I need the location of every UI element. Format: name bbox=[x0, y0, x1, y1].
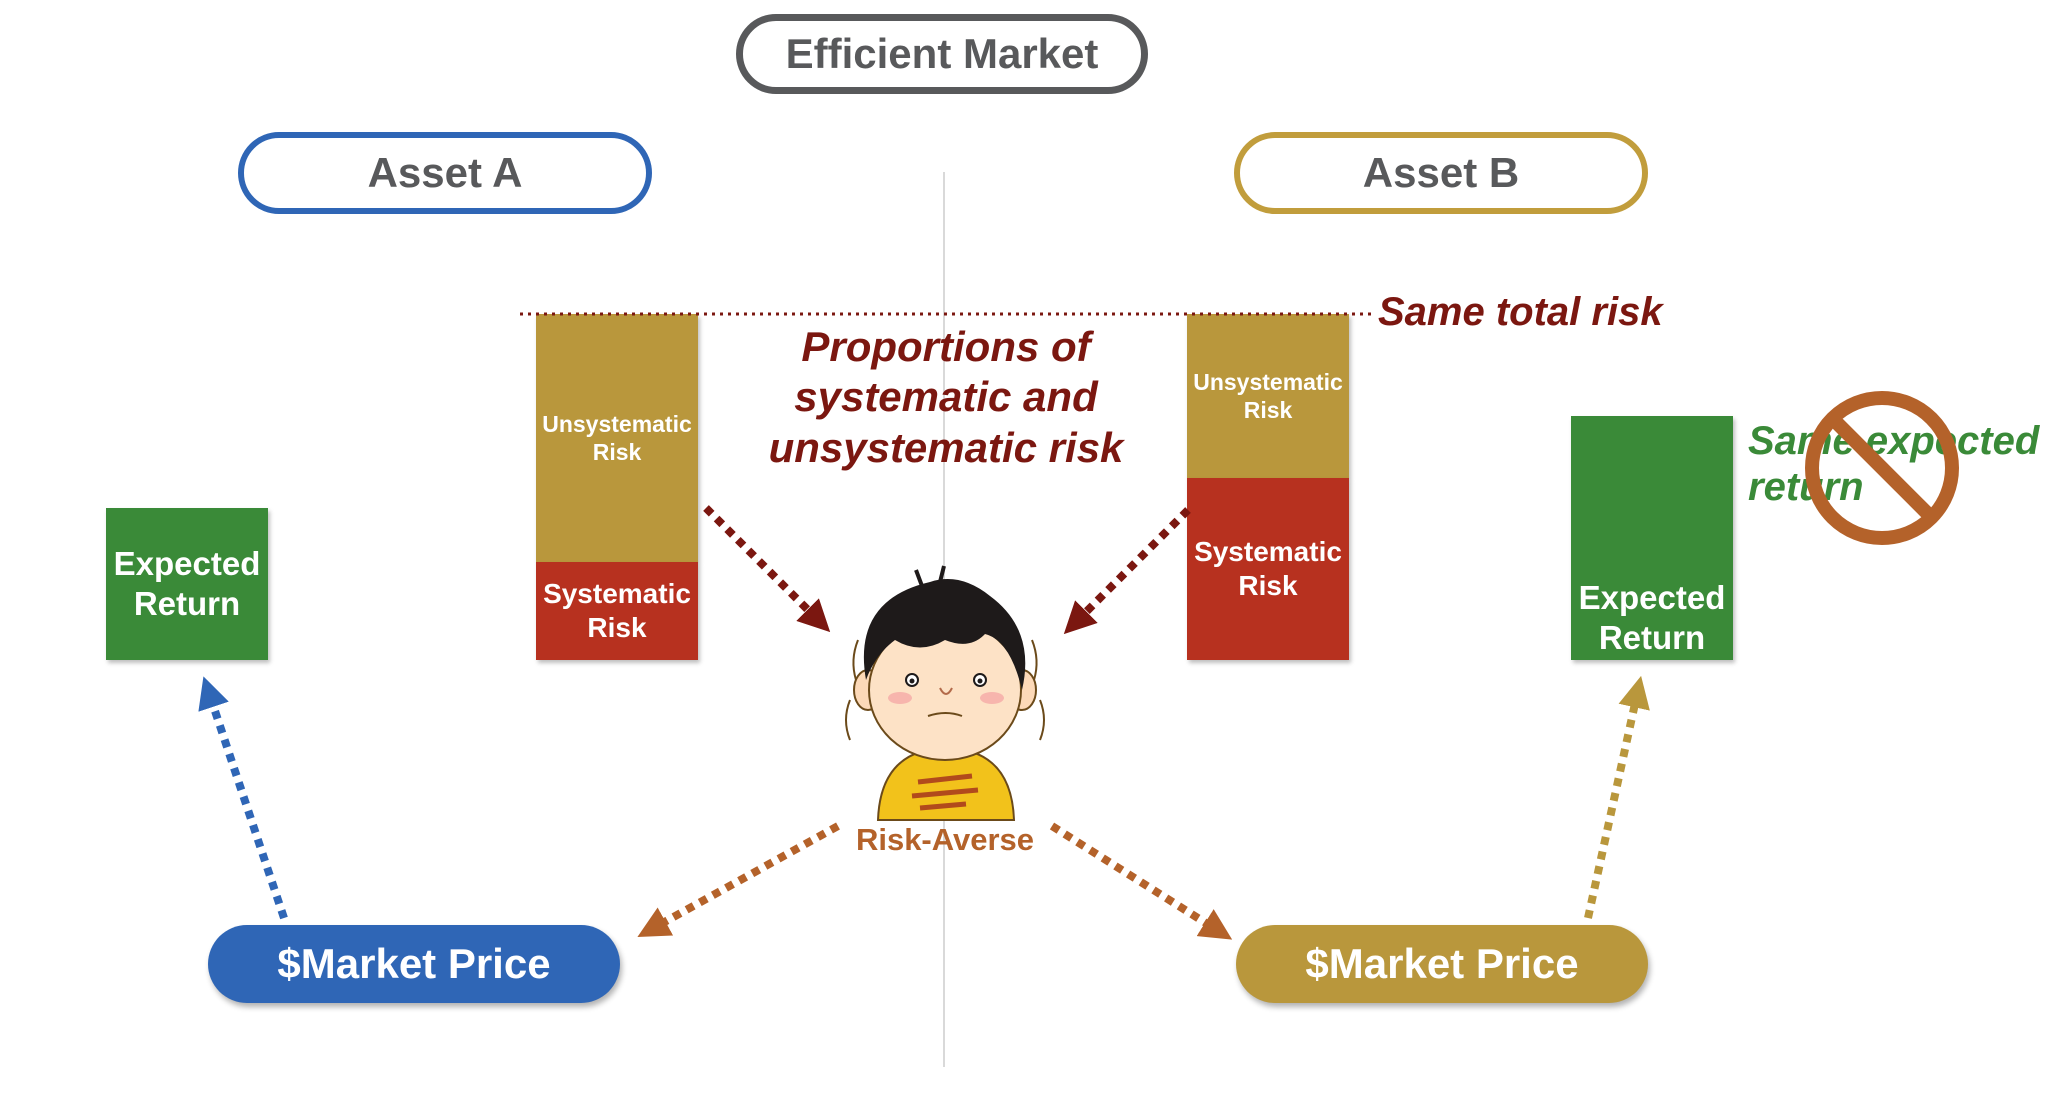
asset-a-risk-to-investor-arrow bbox=[703, 505, 831, 633]
asset-b-systematic-risk: Systematic Risk bbox=[1187, 478, 1349, 660]
asset-a-systematic-label: Systematic Risk bbox=[543, 577, 691, 643]
title-pill: Efficient Market bbox=[736, 14, 1148, 94]
asset-a-unsystematic-risk: Unsystematic Risk bbox=[536, 314, 698, 562]
asset-b-market-price: $Market Price bbox=[1236, 925, 1648, 1003]
asset-a-expected-return: Expected Return bbox=[106, 508, 268, 660]
asset-a-label-text: Asset A bbox=[367, 149, 523, 196]
asset-a-systematic-risk: Systematic Risk bbox=[536, 562, 698, 660]
asset-b-unsystematic-label: Unsystematic Risk bbox=[1193, 368, 1343, 423]
asset-a-market-price: $Market Price bbox=[208, 925, 620, 1003]
same-total-risk-note: Same total risk bbox=[1378, 290, 1663, 335]
asset-a-label: Asset A bbox=[238, 132, 652, 214]
asset-b-price-to-return-arrow bbox=[1584, 675, 1650, 919]
asset-b-risk-to-investor-arrow bbox=[1063, 507, 1191, 635]
asset-b-label-text: Asset B bbox=[1362, 149, 1520, 196]
asset-b-label: Asset B bbox=[1234, 132, 1648, 214]
investor-to-asset-a-price-arrow bbox=[637, 822, 840, 937]
asset-b-unsystematic-risk: Unsystematic Risk bbox=[1187, 314, 1349, 478]
risk-averse-label: Risk-Averse bbox=[850, 822, 1040, 858]
asset-a-expected-return-label: Expected Return bbox=[113, 544, 261, 622]
worried-person-icon bbox=[845, 565, 1045, 821]
asset-b-systematic-label: Systematic Risk bbox=[1194, 535, 1342, 601]
asset-a-unsystematic-label: Unsystematic Risk bbox=[542, 410, 692, 465]
prohibition-icon bbox=[1805, 391, 1959, 545]
proportions-note: Proportions of systematic and unsystemat… bbox=[756, 322, 1136, 473]
proportions-text: Proportions of systematic and unsystemat… bbox=[768, 323, 1124, 471]
same-total-risk-text: Same total risk bbox=[1378, 290, 1663, 334]
asset-a-price-to-return-arrow bbox=[198, 676, 288, 920]
risk-averse-text: Risk-Averse bbox=[855, 822, 1035, 857]
asset-a-market-price-label: $Market Price bbox=[277, 940, 551, 987]
asset-b-expected-return-label: Expected Return bbox=[1578, 578, 1726, 656]
asset-b-expected-return: Expected Return bbox=[1571, 416, 1733, 660]
investor-to-asset-b-price-arrow bbox=[1049, 822, 1233, 940]
asset-b-market-price-label: $Market Price bbox=[1305, 940, 1579, 987]
page-title: Efficient Market bbox=[785, 30, 1099, 77]
